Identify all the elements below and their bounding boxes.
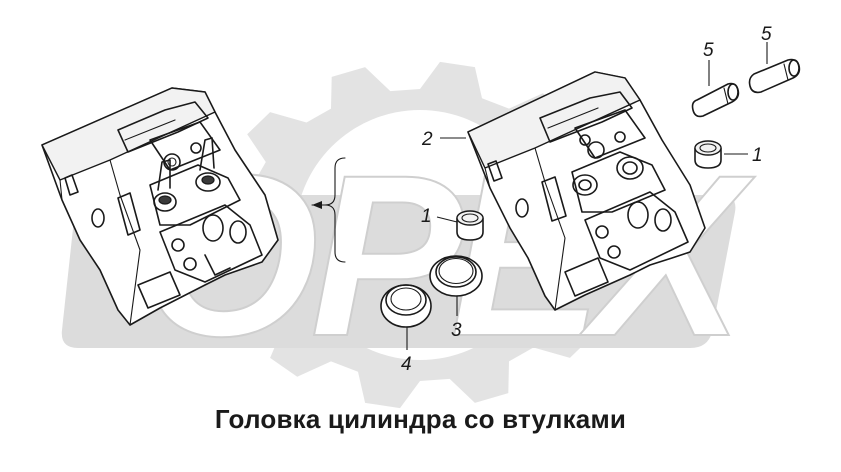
arrow-head: [312, 201, 322, 209]
label-part-5-right: 5: [761, 24, 772, 45]
diagram-caption: Головка цилиндра со втулками: [214, 404, 627, 434]
label-part-3: 3: [451, 320, 462, 341]
label-part-1-left: 1: [421, 206, 432, 227]
valve-seat-left: [456, 210, 484, 241]
valve-guide-left: [691, 82, 740, 118]
ring-with-collar: [380, 284, 432, 328]
part-labels: 5 5 1 2 1 3 4: [401, 24, 772, 375]
watermark-letter-p: P: [310, 127, 464, 384]
label-part-4: 4: [401, 354, 412, 375]
cylinder-head-assembled: [41, 87, 279, 326]
label-part-2: 2: [421, 129, 433, 150]
valve-seat-right: [694, 140, 722, 169]
cylinder-head-part: [467, 71, 706, 311]
assembly-brace: [311, 157, 346, 263]
ring: [429, 255, 483, 297]
label-part-1-right: 1: [752, 145, 763, 166]
label-part-5-left: 5: [703, 40, 714, 61]
valve-guide-right: [748, 58, 801, 94]
